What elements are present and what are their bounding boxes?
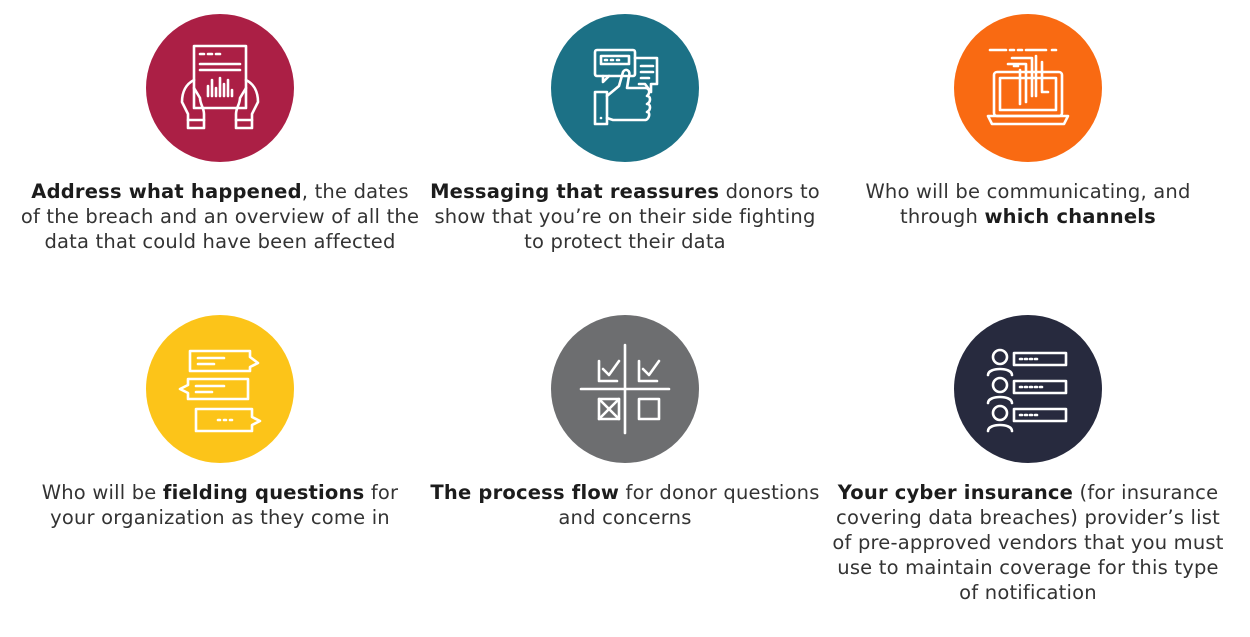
icon-circle <box>551 315 699 463</box>
report-document-icon <box>180 44 260 130</box>
item-text: The process flow for donor questions and… <box>430 481 820 529</box>
icon-circle <box>146 14 294 162</box>
item-text: Who will be fielding questions for your … <box>41 481 399 529</box>
thumbs-up-chat-icon <box>593 48 659 126</box>
people-list-icon <box>986 348 1068 433</box>
icon-circle <box>954 315 1102 463</box>
checklist-grid-icon <box>579 343 671 435</box>
item-text: Address what happened, the dates of the … <box>20 180 420 253</box>
item-text: Who will be communicating, and through w… <box>865 180 1191 228</box>
item-communicating: Who will be communicating, and through w… <box>828 14 1228 229</box>
item-fielding-questions: Who will be fielding questions for your … <box>20 315 420 530</box>
item-text: Your cyber insurance (for insurance cove… <box>832 481 1224 604</box>
item-cyber-insurance: Your cyber insurance (for insurance cove… <box>828 315 1228 605</box>
item-process-flow: The process flow for donor questions and… <box>425 315 825 530</box>
item-messaging: Messaging that reassures donors to show … <box>425 14 825 254</box>
icon-circle <box>551 14 699 162</box>
chat-bubbles-icon <box>178 349 262 433</box>
icon-circle <box>954 14 1102 162</box>
icon-circle <box>146 315 294 463</box>
item-address-what-happened: Address what happened, the dates of the … <box>20 14 420 254</box>
item-text: Messaging that reassures donors to show … <box>430 180 820 253</box>
laptop-channels-icon <box>986 48 1070 126</box>
